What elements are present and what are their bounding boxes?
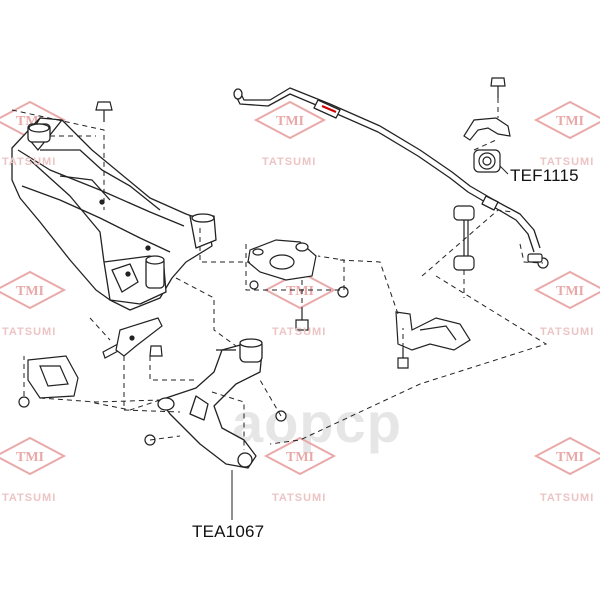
brand-logo-text: TMI [16,450,44,465]
brand-name-text: TATSUMI [540,326,595,338]
highlighted-bar-section [321,104,337,114]
upper-mount-bracket-illustration [247,239,317,281]
brand-name-text: TATSUMI [540,156,595,168]
lower-control-arm-illustration [157,338,263,469]
brand-logo-mark [0,436,67,476]
brand-name-text: TATSUMI [272,326,327,338]
brand-logo-text: TMI [556,284,584,299]
brand-logo-mark [533,436,600,476]
brand-logo-text: TMI [556,450,584,465]
brand-name-text: TATSUMI [262,156,317,168]
brand-logo-mark [263,436,337,476]
brand-logo-mark [533,100,600,140]
brand-name-text: TATSUMI [272,492,327,504]
knuckle-bracket-illustration [395,311,471,351]
subframe-illustration [11,117,217,311]
mounting-bracket-illustration [27,317,163,399]
brand-logo-text: TMI [16,284,44,299]
brand-logo-text: TMI [556,114,584,129]
brand-name-text: TATSUMI [2,326,57,338]
brand-logo-mark [253,100,327,140]
stabilizer-link-illustration [453,205,543,271]
stabilizer-bushing-illustration [463,117,511,173]
brand-logo-mark [0,100,67,140]
part-label-tea1067: TEA1067 [192,522,265,541]
brand-logo-mark [0,270,67,310]
brand-name-text: TATSUMI [2,492,57,504]
brand-name-text: TATSUMI [2,156,57,168]
brand-logo-text: TMI [286,284,314,299]
watermark-text: aopcp [232,391,402,454]
callout-lines [231,165,509,520]
brand-logo-mark [533,270,600,310]
brand-name-text: TATSUMI [540,492,595,504]
dashed-leader-lines [11,98,548,450]
brand-logo-text: TMI [276,114,304,129]
brand-logo-text: TMI [286,450,314,465]
part-label-tef1115: TEF1115 [510,166,579,185]
